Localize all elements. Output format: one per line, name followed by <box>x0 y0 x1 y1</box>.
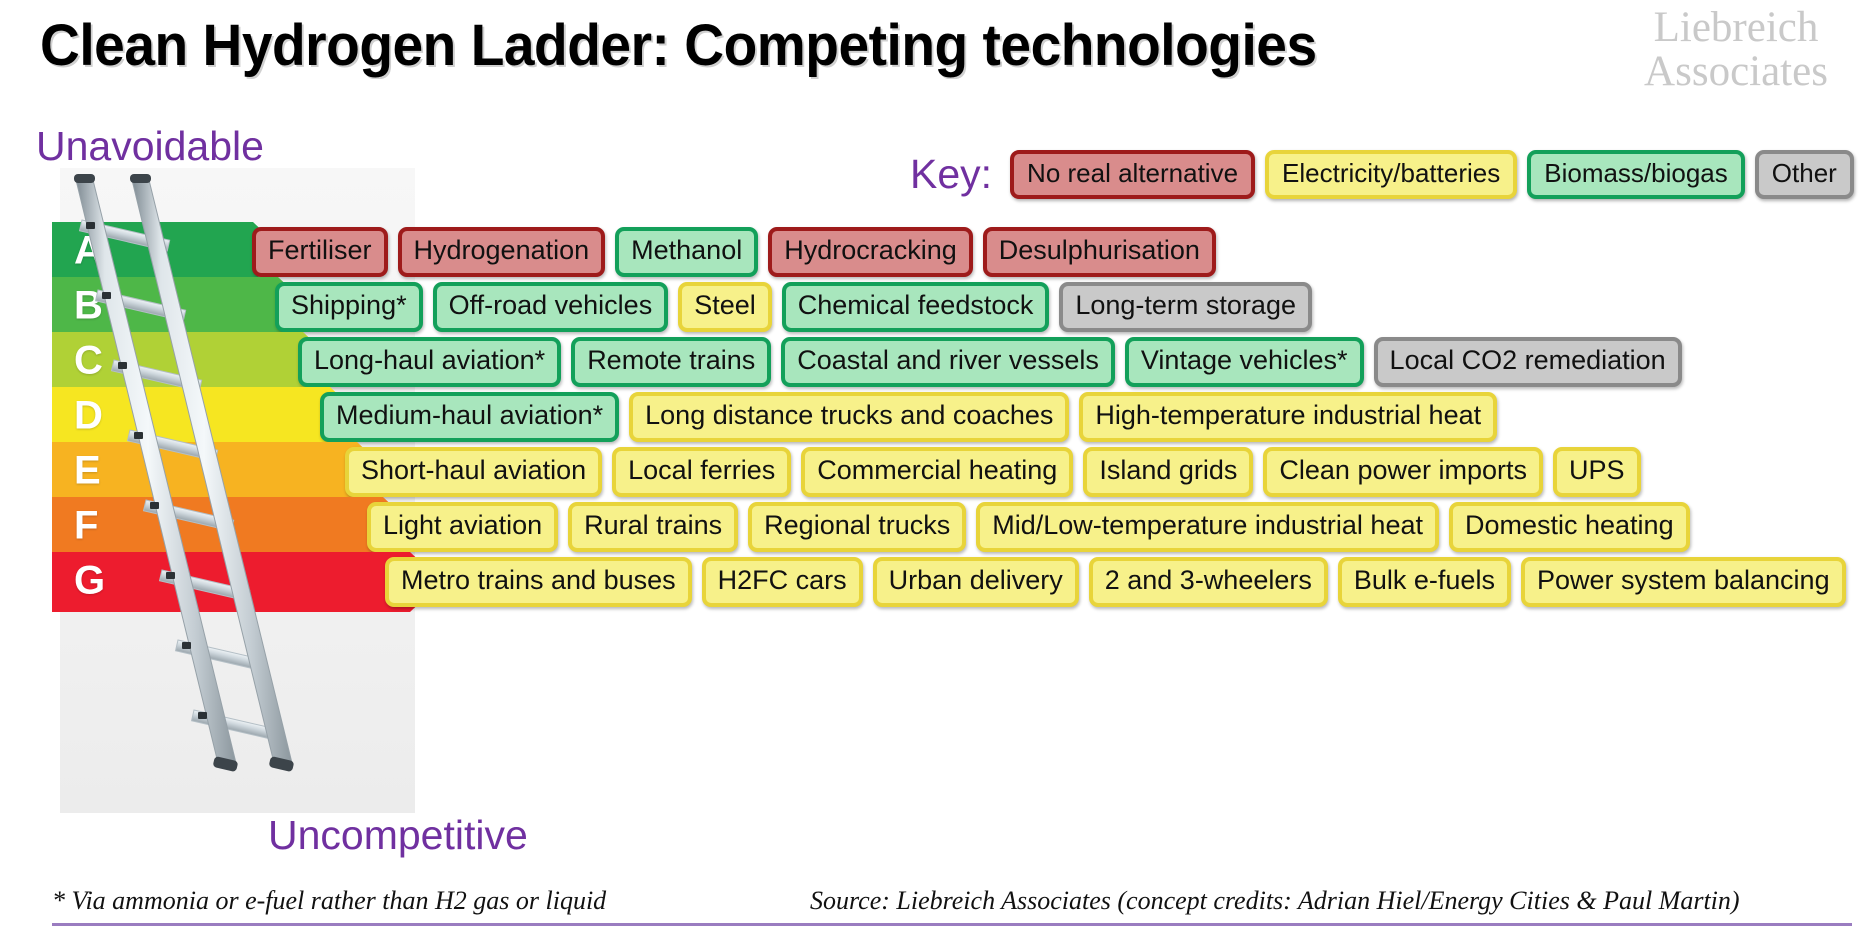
grade-arrow-E: E <box>52 442 389 502</box>
liebreich-associates-logo: Liebreich Associates <box>1610 6 1862 94</box>
technology-pill[interactable]: Light aviation <box>367 502 559 552</box>
technology-pill[interactable]: Off-road vehicles <box>432 282 669 332</box>
grade-arrow-G: G <box>52 552 442 612</box>
technology-pill[interactable]: Domestic heating <box>1448 502 1690 552</box>
technology-pill[interactable]: High-temperature industrial heat <box>1079 392 1498 442</box>
grade-letter-D: D <box>74 393 103 438</box>
technology-pill[interactable]: Hydrogenation <box>397 227 606 277</box>
technology-pill[interactable]: Regional trucks <box>748 502 967 552</box>
label-unavoidable: Unavoidable <box>36 123 264 169</box>
label-uncompetitive: Uncompetitive <box>268 812 528 858</box>
technology-pill[interactable]: Island grids <box>1083 447 1254 497</box>
technology-pill[interactable]: Medium-haul aviation* <box>320 392 620 442</box>
ladder-row-D: D Medium-haul aviation*Long distance truc… <box>0 387 1874 447</box>
technology-pill[interactable]: Local ferries <box>612 447 792 497</box>
page-title: Clean Hydrogen Ladder: Competing technol… <box>40 13 1317 78</box>
key-item-1[interactable]: Electricity/batteries <box>1265 150 1518 200</box>
technology-pill[interactable]: Chemical feedstock <box>781 282 1050 332</box>
logo-line-1: Liebreich <box>1653 4 1819 51</box>
technology-pill[interactable]: Short-haul aviation <box>345 447 603 497</box>
footnote-source: Source: Liebreich Associates (concept cr… <box>810 886 1740 915</box>
grade-arrow-F: F <box>52 497 415 557</box>
grade-letter-C: C <box>74 338 103 383</box>
technology-pill[interactable]: Steel <box>678 282 772 332</box>
technology-pill[interactable]: Commercial heating <box>801 447 1074 497</box>
technology-pill[interactable]: Coastal and river vessels <box>781 337 1115 387</box>
technology-pill[interactable]: Vintage vehicles* <box>1124 337 1364 387</box>
technology-pill[interactable]: H2FC cars <box>701 557 863 607</box>
technology-pill[interactable]: Desulphurisation <box>982 227 1216 277</box>
grade-arrow-D: D <box>52 387 362 447</box>
grade-arrow-A: A <box>52 222 285 282</box>
key-item-3[interactable]: Other <box>1754 150 1854 200</box>
technology-pill[interactable]: Long-haul aviation* <box>298 337 562 387</box>
grade-arrow-C: C <box>52 332 335 392</box>
key-label: Key: <box>910 151 993 198</box>
technology-pill[interactable]: Hydrocracking <box>768 227 973 277</box>
footnote-ammonia: * Via ammonia or e-fuel rather than H2 g… <box>52 886 607 915</box>
technology-pill[interactable]: UPS <box>1553 447 1641 497</box>
technology-pill[interactable]: Methanol <box>615 227 759 277</box>
technology-list-D: Medium-haul aviation*Long distance truck… <box>320 387 1498 447</box>
technology-pill[interactable]: Mid/Low-temperature industrial heat <box>976 502 1439 552</box>
technology-pill[interactable]: Fertiliser <box>252 227 388 277</box>
technology-pill[interactable]: Power system balancing <box>1520 557 1846 607</box>
technology-pill[interactable]: Urban delivery <box>872 557 1079 607</box>
footer-divider <box>52 923 1852 926</box>
technology-pill[interactable]: Long distance trucks and coaches <box>629 392 1070 442</box>
technology-pill[interactable]: Long-term storage <box>1059 282 1312 332</box>
technology-pill[interactable]: Remote trains <box>571 337 772 387</box>
technology-pill[interactable]: Local CO2 remediation <box>1373 337 1682 387</box>
technology-pill[interactable]: Shipping* <box>275 282 423 332</box>
technology-pill[interactable]: Rural trains <box>568 502 739 552</box>
technology-pill[interactable]: Clean power imports <box>1263 447 1544 497</box>
logo-line-2: Associates <box>1644 47 1828 95</box>
key-item-0[interactable]: No real alternative <box>1010 150 1256 200</box>
grade-letter-G: G <box>74 558 106 603</box>
grade-letter-E: E <box>74 448 101 493</box>
grade-letter-B: B <box>74 283 103 328</box>
grade-arrow-B: B <box>52 277 310 337</box>
technology-pill[interactable]: Bulk e-fuels <box>1337 557 1511 607</box>
grade-letter-F: F <box>74 503 99 548</box>
technology-pill[interactable]: Metro trains and buses <box>385 557 692 607</box>
technology-pill[interactable]: 2 and 3-wheelers <box>1088 557 1328 607</box>
key-item-2[interactable]: Biomass/biogas <box>1527 150 1745 200</box>
grade-letter-A: A <box>74 228 103 273</box>
